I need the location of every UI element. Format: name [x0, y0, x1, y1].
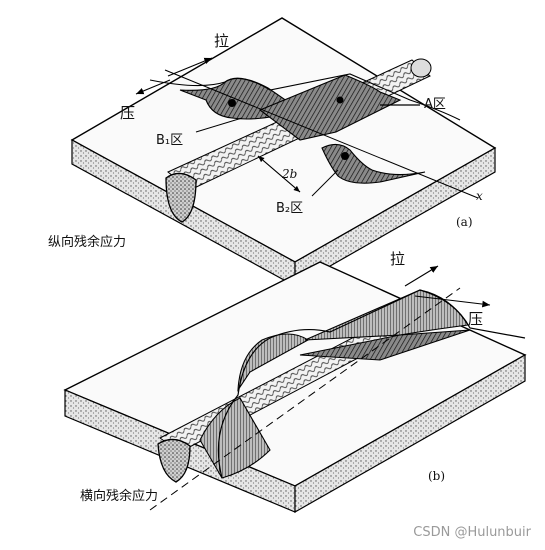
zone-b1-label: B₁区 — [156, 133, 184, 148]
zone-b2-leader — [311, 169, 339, 197]
stress-dot-a2 — [341, 152, 349, 160]
stress-lobe-b4 — [299, 329, 471, 361]
compression-arrow-a — [135, 79, 171, 95]
weld-section-a — [165, 172, 197, 223]
stress-lobe-b2 — [199, 397, 271, 479]
dim-2b-b — [257, 155, 301, 193]
tension-arrow-b — [404, 265, 439, 287]
axis-line-a — [164, 69, 479, 199]
compression-arrow-b — [414, 295, 491, 308]
plate-b-side — [294, 353, 526, 514]
compression-label-a: 压 — [120, 104, 136, 122]
compression-label-b: 压 — [468, 310, 484, 328]
tension-arrow-a — [167, 57, 213, 77]
stress-curve-a — [149, 73, 461, 184]
zone-a-label: A区 — [424, 97, 446, 112]
axes-a — [135, 57, 479, 199]
zone-b1-leader — [195, 117, 243, 133]
stress-lobe-b1 — [237, 333, 310, 392]
plate-a — [70, 17, 497, 288]
stress-dot-a1 — [228, 99, 236, 107]
panel-a-caption: 纵向残余应力 — [48, 235, 127, 250]
stress-curve-a-line — [149, 73, 461, 121]
panel-b-tag: (b) — [428, 469, 446, 483]
panel-b-caption: 横向残余应力 — [80, 489, 159, 504]
axis-x-label: x — [476, 189, 483, 203]
axis-line-b — [149, 287, 461, 511]
tension-label-b: 拉 — [390, 250, 406, 268]
panel-a-tag: (a) — [456, 215, 473, 229]
stress-lobe-a-center — [258, 74, 402, 141]
width-2b-label: 2b — [282, 167, 298, 181]
axes-b — [149, 265, 491, 511]
watermark: CSDN @Hulunbuir — [413, 525, 531, 540]
weld-bead-a-end — [410, 58, 432, 78]
stress-dot-a3 — [336, 96, 344, 104]
tension-label-a: 拉 — [214, 32, 230, 50]
zone-b2-label: B₂区 — [276, 201, 304, 216]
weld-section-b — [157, 438, 191, 483]
stress-curve-b — [199, 289, 526, 479]
